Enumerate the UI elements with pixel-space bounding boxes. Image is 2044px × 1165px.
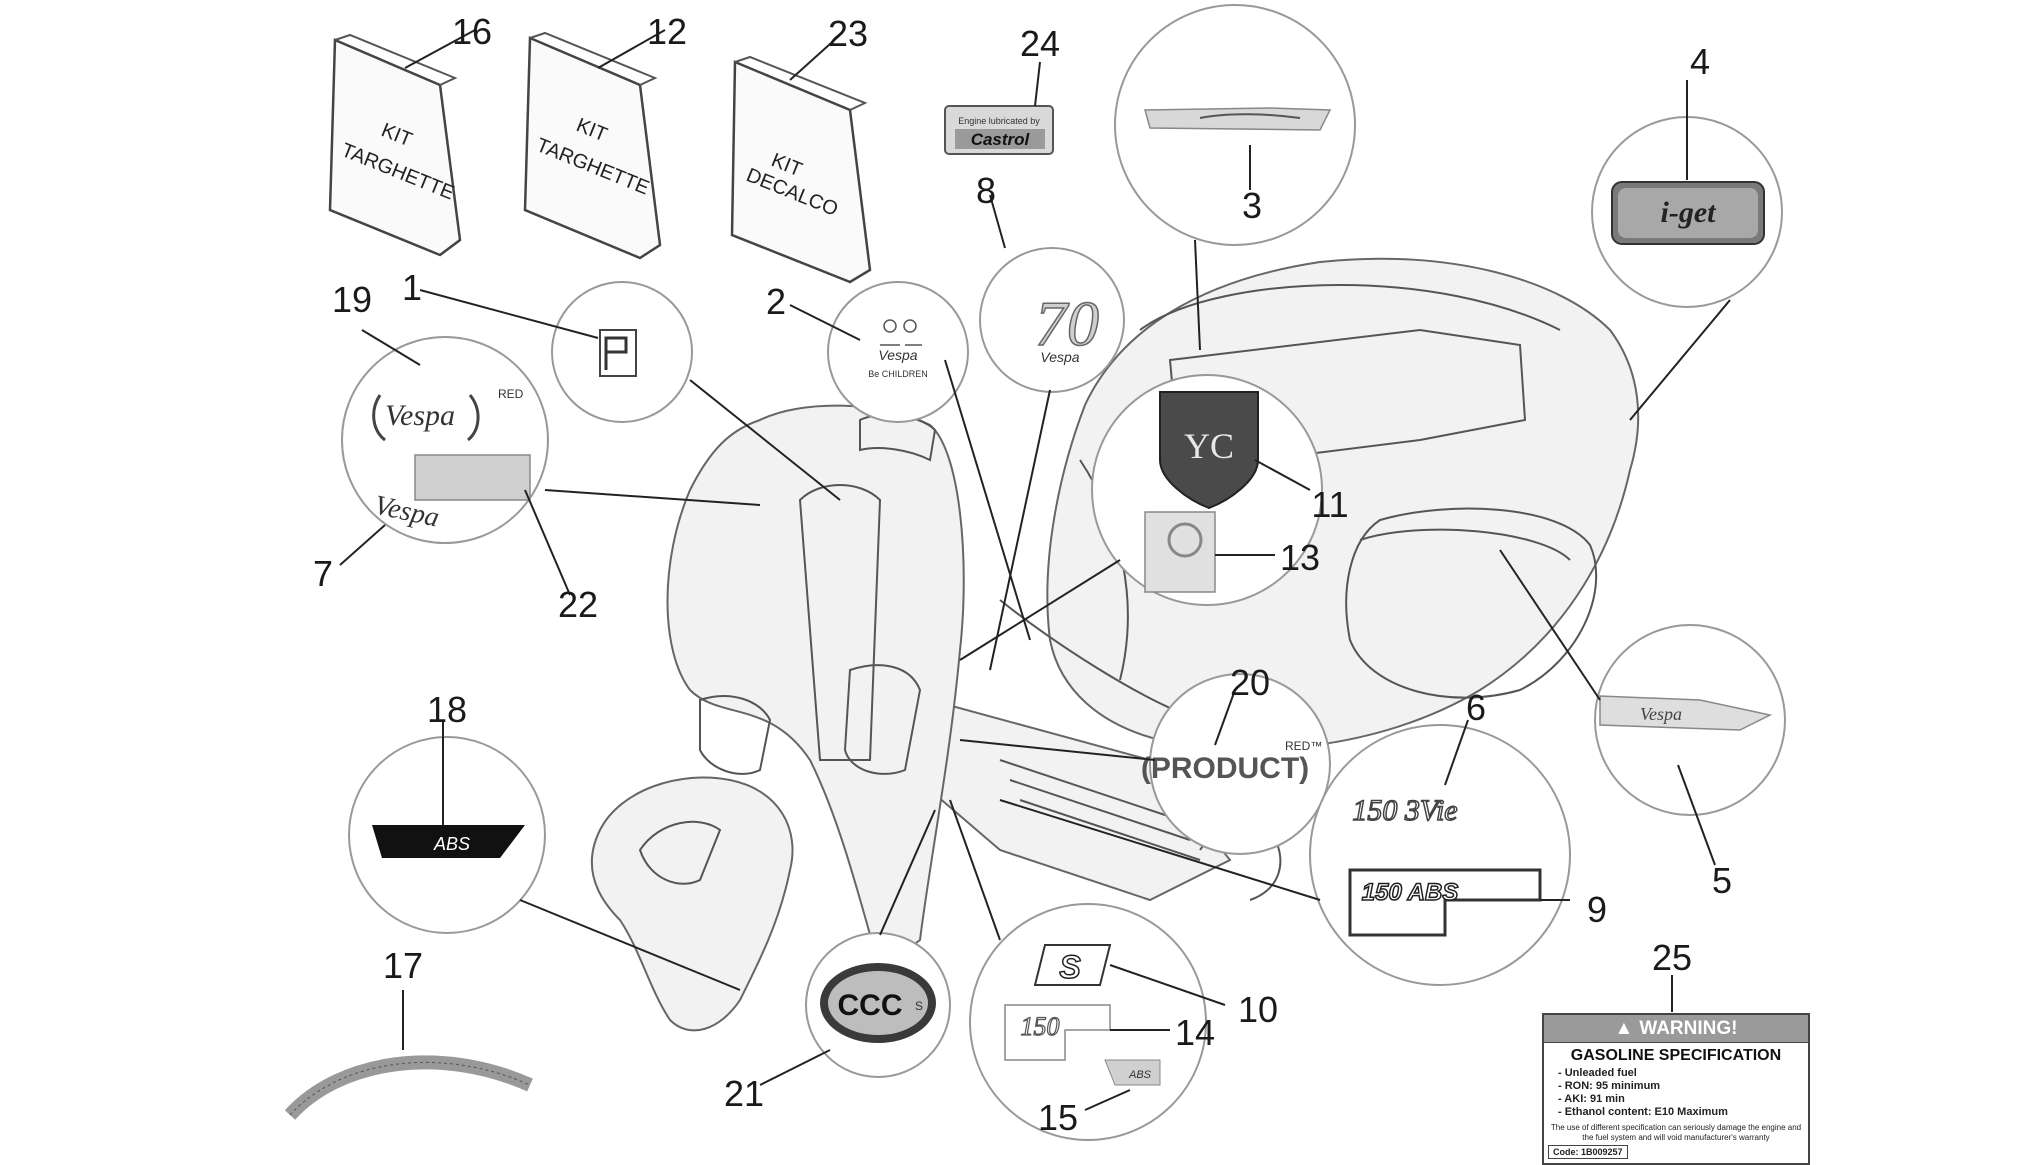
bubble-part-4: i-get	[1591, 116, 1783, 308]
part-number-24: 24	[1020, 23, 1060, 64]
part-number-19: 19	[332, 279, 372, 320]
part-number-16: 16	[452, 11, 492, 52]
model-150-3vie: 150 3Vie	[1352, 794, 1457, 827]
ccc-sub-text: S	[915, 999, 923, 1013]
warning-header-text: WARNING!	[1639, 1018, 1738, 1039]
warning-item: - Unleaded fuel	[1558, 1067, 1637, 1079]
part-number-4: 4	[1690, 41, 1710, 82]
bubble-part-5: Vespa	[1594, 624, 1786, 816]
ccc-text: CCC	[838, 989, 903, 1022]
kit-bag-12: KIT TARGHETTE	[523, 31, 662, 260]
iget-text: i-get	[1661, 196, 1718, 229]
be-children-text: Be CHILDREN	[868, 369, 928, 379]
part-number-25: 25	[1652, 937, 1692, 978]
part-number-13: 13	[1280, 537, 1320, 578]
vespa-script-8: Vespa	[1040, 349, 1079, 365]
part-number-12: 12	[647, 11, 687, 52]
part-number-14: 14	[1175, 1012, 1215, 1053]
warning-item: - RON: 95 minimum	[1558, 1080, 1661, 1092]
warning-items: - Unleaded fuel - RON: 95 minimum - AKI:…	[1558, 1067, 1808, 1119]
part-number-2: 2	[766, 281, 786, 322]
part-number-22: 22	[558, 584, 598, 625]
part-number-11: 11	[1311, 484, 1348, 525]
abs-15-text: ABS	[1128, 1069, 1152, 1081]
kit-bag-23: KIT DECALCO	[730, 55, 872, 284]
callout-leaders	[339, 29, 1731, 1111]
bubble-part-8: 70 Vespa	[979, 247, 1125, 393]
part-number-7: 7	[313, 553, 333, 594]
bubble-part-11-13: YC	[1091, 374, 1323, 606]
warning-note: The use of different specification can s…	[1550, 1123, 1802, 1142]
castrol-brand-text: Castrol	[971, 130, 1031, 149]
bubble-part-21: CCC S	[805, 932, 951, 1078]
vespa-script-5: Vespa	[1640, 704, 1682, 724]
bubble-part-10-14-15: S 150 ABS	[969, 903, 1207, 1141]
part-number-20: 20	[1230, 662, 1270, 703]
bubble-part-1	[551, 281, 693, 423]
part-number-8: 8	[976, 170, 996, 211]
part-numbers: 16 12 23 24 8 1 2 19 3 4 7 22 11 13 20 6…	[313, 11, 1732, 1138]
part-number-10: 10	[1238, 989, 1278, 1030]
bubble-part-2: Vespa Be CHILDREN	[827, 281, 969, 423]
warning-title: GASOLINE SPECIFICATION	[1570, 1047, 1782, 1064]
vespa-script-2: Vespa	[878, 347, 917, 363]
bubble-part-18: ABS	[348, 736, 546, 934]
part-number-5: 5	[1712, 860, 1732, 901]
yc-logo-text: YC	[1184, 426, 1234, 466]
product-red-text: (PRODUCT)	[1141, 752, 1309, 785]
warning-triangle-icon: ▲	[1614, 1018, 1634, 1039]
s-badge-text: S	[1059, 949, 1081, 985]
warning-header: ▲WARNING!	[1544, 1015, 1808, 1043]
bubble-part-19-7-22: Vespa RED Vespa	[341, 336, 549, 544]
part-number-6: 6	[1466, 687, 1486, 728]
red-superscript: RED	[498, 387, 524, 401]
vespa-red-script: Vespa	[385, 399, 455, 432]
front-fender	[590, 776, 794, 1032]
part-number-9: 9	[1587, 889, 1607, 930]
abs-18-text: ABS	[433, 834, 470, 854]
seventy-logo: 70	[1035, 288, 1099, 359]
part-number-21: 21	[724, 1073, 764, 1114]
part-number-18: 18	[427, 689, 467, 730]
bubble-part-6-9: 150 3Vie 150 ABS	[1309, 724, 1571, 986]
part-number-17: 17	[383, 945, 423, 986]
castrol-top-text: Engine lubricated by	[958, 116, 1040, 126]
part-number-15: 15	[1038, 1097, 1078, 1138]
model-150-text: 150	[1021, 1012, 1060, 1041]
part-17-arc-strip	[284, 1055, 533, 1120]
warning-code: Code: 1B009257	[1548, 1145, 1628, 1159]
part-number-1: 1	[402, 267, 422, 308]
product-red-superscript: RED™	[1285, 739, 1322, 753]
bubble-part-20: (PRODUCT) RED™	[1141, 673, 1331, 855]
part-number-3: 3	[1242, 185, 1262, 226]
warning-item: - AKI: 91 min	[1558, 1093, 1625, 1105]
warning-item: - Ethanol content: E10 Maximum	[1558, 1106, 1728, 1118]
castrol-badge: Engine lubricated by Castrol	[944, 105, 1054, 155]
gasoline-warning-label: ▲WARNING! GASOLINE SPECIFICATION - Unlea…	[1542, 1013, 1810, 1165]
bubble-part-3	[1114, 4, 1356, 246]
part-number-23: 23	[828, 13, 868, 54]
kit-bag-16: KIT TARGHETTE	[328, 33, 462, 257]
model-150-abs: 150 ABS	[1362, 879, 1459, 906]
